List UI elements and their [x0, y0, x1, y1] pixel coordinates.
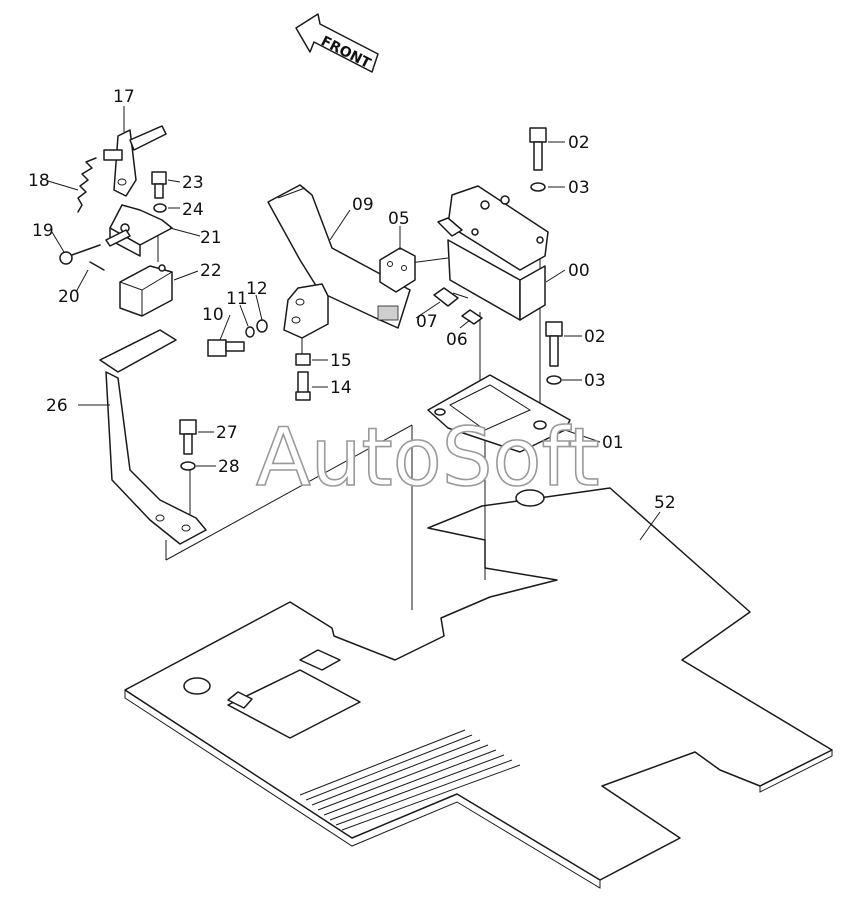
callout-20: 20 [58, 287, 80, 307]
callout-17: 17 [113, 87, 135, 107]
watermark: AutoSoft [256, 411, 600, 504]
bolt-lever [179, 419, 197, 471]
callout-22: 22 [200, 261, 222, 281]
callout-24: 24 [182, 200, 204, 220]
callout-01: 01 [602, 433, 624, 453]
block-22 [119, 264, 173, 317]
switch-box [437, 185, 549, 321]
callout-12: 12 [246, 279, 268, 299]
callout-06: 06 [446, 330, 468, 350]
bolt-23 [151, 171, 167, 213]
callout-27: 27 [216, 423, 238, 443]
leader-lines [47, 106, 661, 541]
spring [77, 157, 97, 213]
pins [433, 287, 483, 325]
callout-19: 19 [32, 221, 54, 241]
pedal-lever [99, 329, 207, 545]
pin-19 [59, 244, 101, 265]
callout-labels: 17 18 19 20 21 22 23 24 09 05 02 03 00 1… [28, 87, 676, 513]
callout-10: 10 [202, 305, 224, 325]
callout-09: 09 [352, 195, 374, 215]
callout-02-upper: 02 [568, 133, 590, 153]
callout-03-upper: 03 [568, 178, 590, 198]
callout-21: 21 [200, 228, 222, 248]
connector-block [379, 247, 416, 293]
bolt-upper [529, 127, 547, 192]
callout-14: 14 [330, 378, 352, 398]
linkage-arm [103, 125, 167, 197]
callout-23: 23 [182, 173, 204, 193]
linkage-bracket [105, 204, 173, 257]
pedal [267, 184, 411, 339]
callout-00: 00 [568, 261, 590, 281]
callout-05: 05 [388, 209, 410, 229]
bolt-side [207, 319, 268, 357]
callout-52: 52 [654, 493, 676, 513]
cotter-pin-20 [89, 261, 105, 271]
bolt-lower [545, 321, 563, 385]
callout-02-lower: 02 [584, 327, 606, 347]
callout-15: 15 [330, 351, 352, 371]
callout-07: 07 [416, 312, 438, 332]
callout-26: 26 [46, 396, 68, 416]
callout-18: 18 [28, 171, 50, 191]
callout-28: 28 [218, 457, 240, 477]
floor-plate [124, 487, 833, 889]
nut-and-bolt [295, 353, 311, 401]
callout-03-lower: 03 [584, 371, 606, 391]
front-arrow: FRONT [295, 13, 379, 73]
callout-11: 11 [226, 289, 248, 309]
